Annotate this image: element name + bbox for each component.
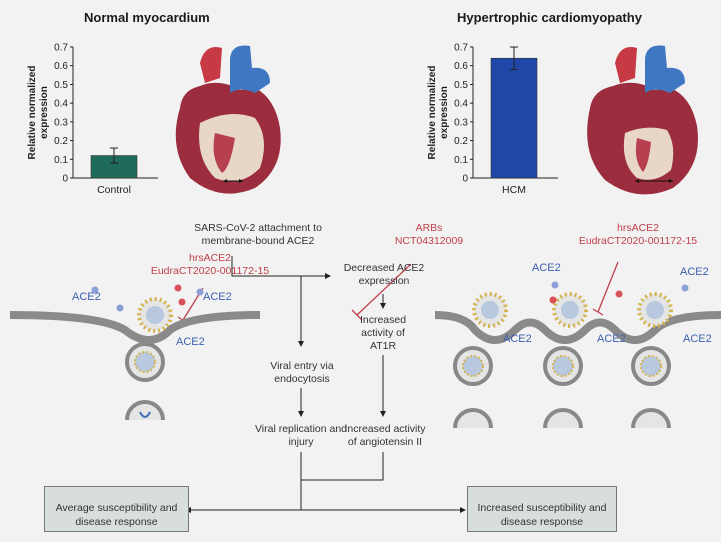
y-tick-label: 0 (462, 174, 468, 185)
y-tick-label: 0.2 (454, 136, 468, 147)
y-tick-label: 0.7 (454, 43, 468, 54)
title-hcm: Hypertrophic cardiomyopathy (457, 10, 642, 25)
viral-entry-text: Viral entry via endocytosis (270, 360, 334, 385)
increased-susceptibility-box: Increased susceptibility and disease res… (467, 486, 617, 532)
viral-replication-text: Viral replication and injury (254, 423, 348, 448)
ace2-label: ACE2 (503, 333, 532, 345)
left-hrsace2-trial: EudraCT2020-001172-15 (150, 265, 270, 277)
ace2-label: ACE2 (176, 336, 205, 348)
y-tick-label: 0.6 (54, 61, 68, 72)
y-tick-label: 0.3 (54, 117, 68, 128)
right-hrsace2-name: hrsACE2 (616, 222, 659, 234)
y-tick-label: 0.7 (54, 43, 68, 54)
ace2-label: ACE2 (203, 291, 232, 303)
ace2-label: ACE2 (680, 266, 709, 278)
title-normal-myocardium: Normal myocardium (84, 10, 210, 25)
ace2-label: ACE2 (532, 262, 561, 274)
increased-at1r-text: Increased activity of AT1R (359, 314, 407, 352)
ace2-label: ACE2 (597, 333, 626, 345)
y-tick-label: 0.1 (454, 155, 468, 166)
attachment-text: SARS-CoV-2 attachment to membrane-bound … (194, 222, 322, 247)
right-hrsace2-trial: EudraCT2020-001172-15 (578, 235, 698, 247)
right-hrsace2-label: hrsACE2 EudraCT2020-001172-15 (558, 222, 718, 248)
decreased-ace2-text: Decreased ACE2 expression (343, 262, 425, 287)
y-tick-label: 0.5 (54, 80, 68, 91)
heart-hcm-illustration (587, 45, 698, 195)
x-tick-label: Control (97, 184, 131, 196)
arbs-name: ARBs (415, 222, 443, 234)
left-membrane-illustration (9, 284, 260, 421)
y-axis-label: Relative normalizedexpression (27, 66, 50, 160)
y-axis-label: Relative normalizedexpression (427, 66, 450, 160)
ace2-label: ACE2 (72, 291, 101, 303)
y-tick-label: 0.6 (454, 61, 468, 72)
y-tick-label: 0.5 (454, 80, 468, 91)
y-tick-label: 0.2 (54, 136, 68, 147)
arbs-trial: NCT04312009 (394, 235, 464, 247)
average-susceptibility-box: Average susceptibility and disease respo… (44, 486, 189, 532)
y-tick-label: 0 (62, 174, 68, 185)
ace2-label: ACE2 (683, 333, 712, 345)
y-tick-label: 0.3 (454, 117, 468, 128)
bar-hcm (490, 57, 538, 179)
x-tick-label: HCM (502, 184, 526, 196)
left-hrsace2-name: hrsACE2 (188, 252, 231, 264)
arbs-label: ARBs NCT04312009 (384, 222, 474, 248)
angiotensin-text: Increased activity of angiotensin II (344, 423, 426, 448)
y-tick-label: 0.4 (54, 99, 68, 110)
heart-normal-illustration (175, 45, 281, 194)
right-membrane-illustration (435, 281, 721, 429)
left-hrsace2-label: hrsACE2 EudraCT2020-001172-15 (130, 252, 290, 278)
y-tick-label: 0.1 (54, 155, 68, 166)
y-tick-label: 0.4 (454, 99, 468, 110)
